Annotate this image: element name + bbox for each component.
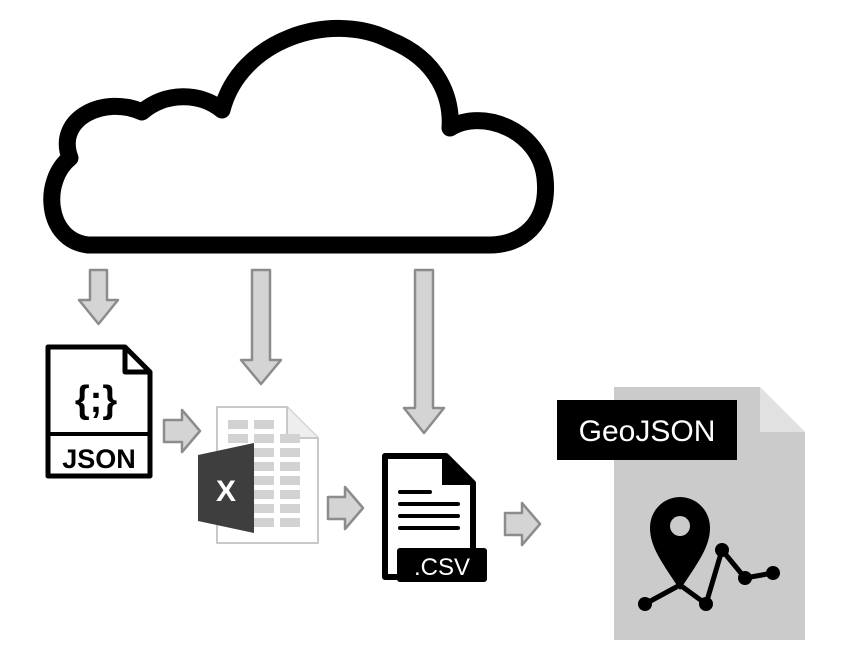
excel-letter: X [216,475,236,508]
down-arrow-icon [402,268,446,435]
spreadsheet-grid [228,420,300,527]
csv-label: .CSV [414,554,470,581]
json-file-icon: {;} JSON [45,344,153,479]
excel-file-icon: X [198,406,319,544]
geojson-file-icon: GeoJSON [557,387,805,640]
json-braces-text: {;} [75,379,117,421]
geojson-label: GeoJSON [579,415,716,448]
right-arrow-icon [162,408,202,454]
right-arrow-icon [503,501,542,547]
csv-badge [397,548,487,582]
map-route [638,543,780,611]
text-lines [398,490,460,530]
excel-badge [198,443,254,533]
cloud-icon [43,19,555,254]
csv-file-icon: .CSV [382,453,487,582]
geojson-badge [557,400,737,460]
json-label: JSON [62,444,136,474]
right-arrow-icon [326,485,365,531]
location-pin-icon [650,497,710,590]
down-arrow-icon [77,268,120,326]
down-arrow-icon [239,268,283,386]
